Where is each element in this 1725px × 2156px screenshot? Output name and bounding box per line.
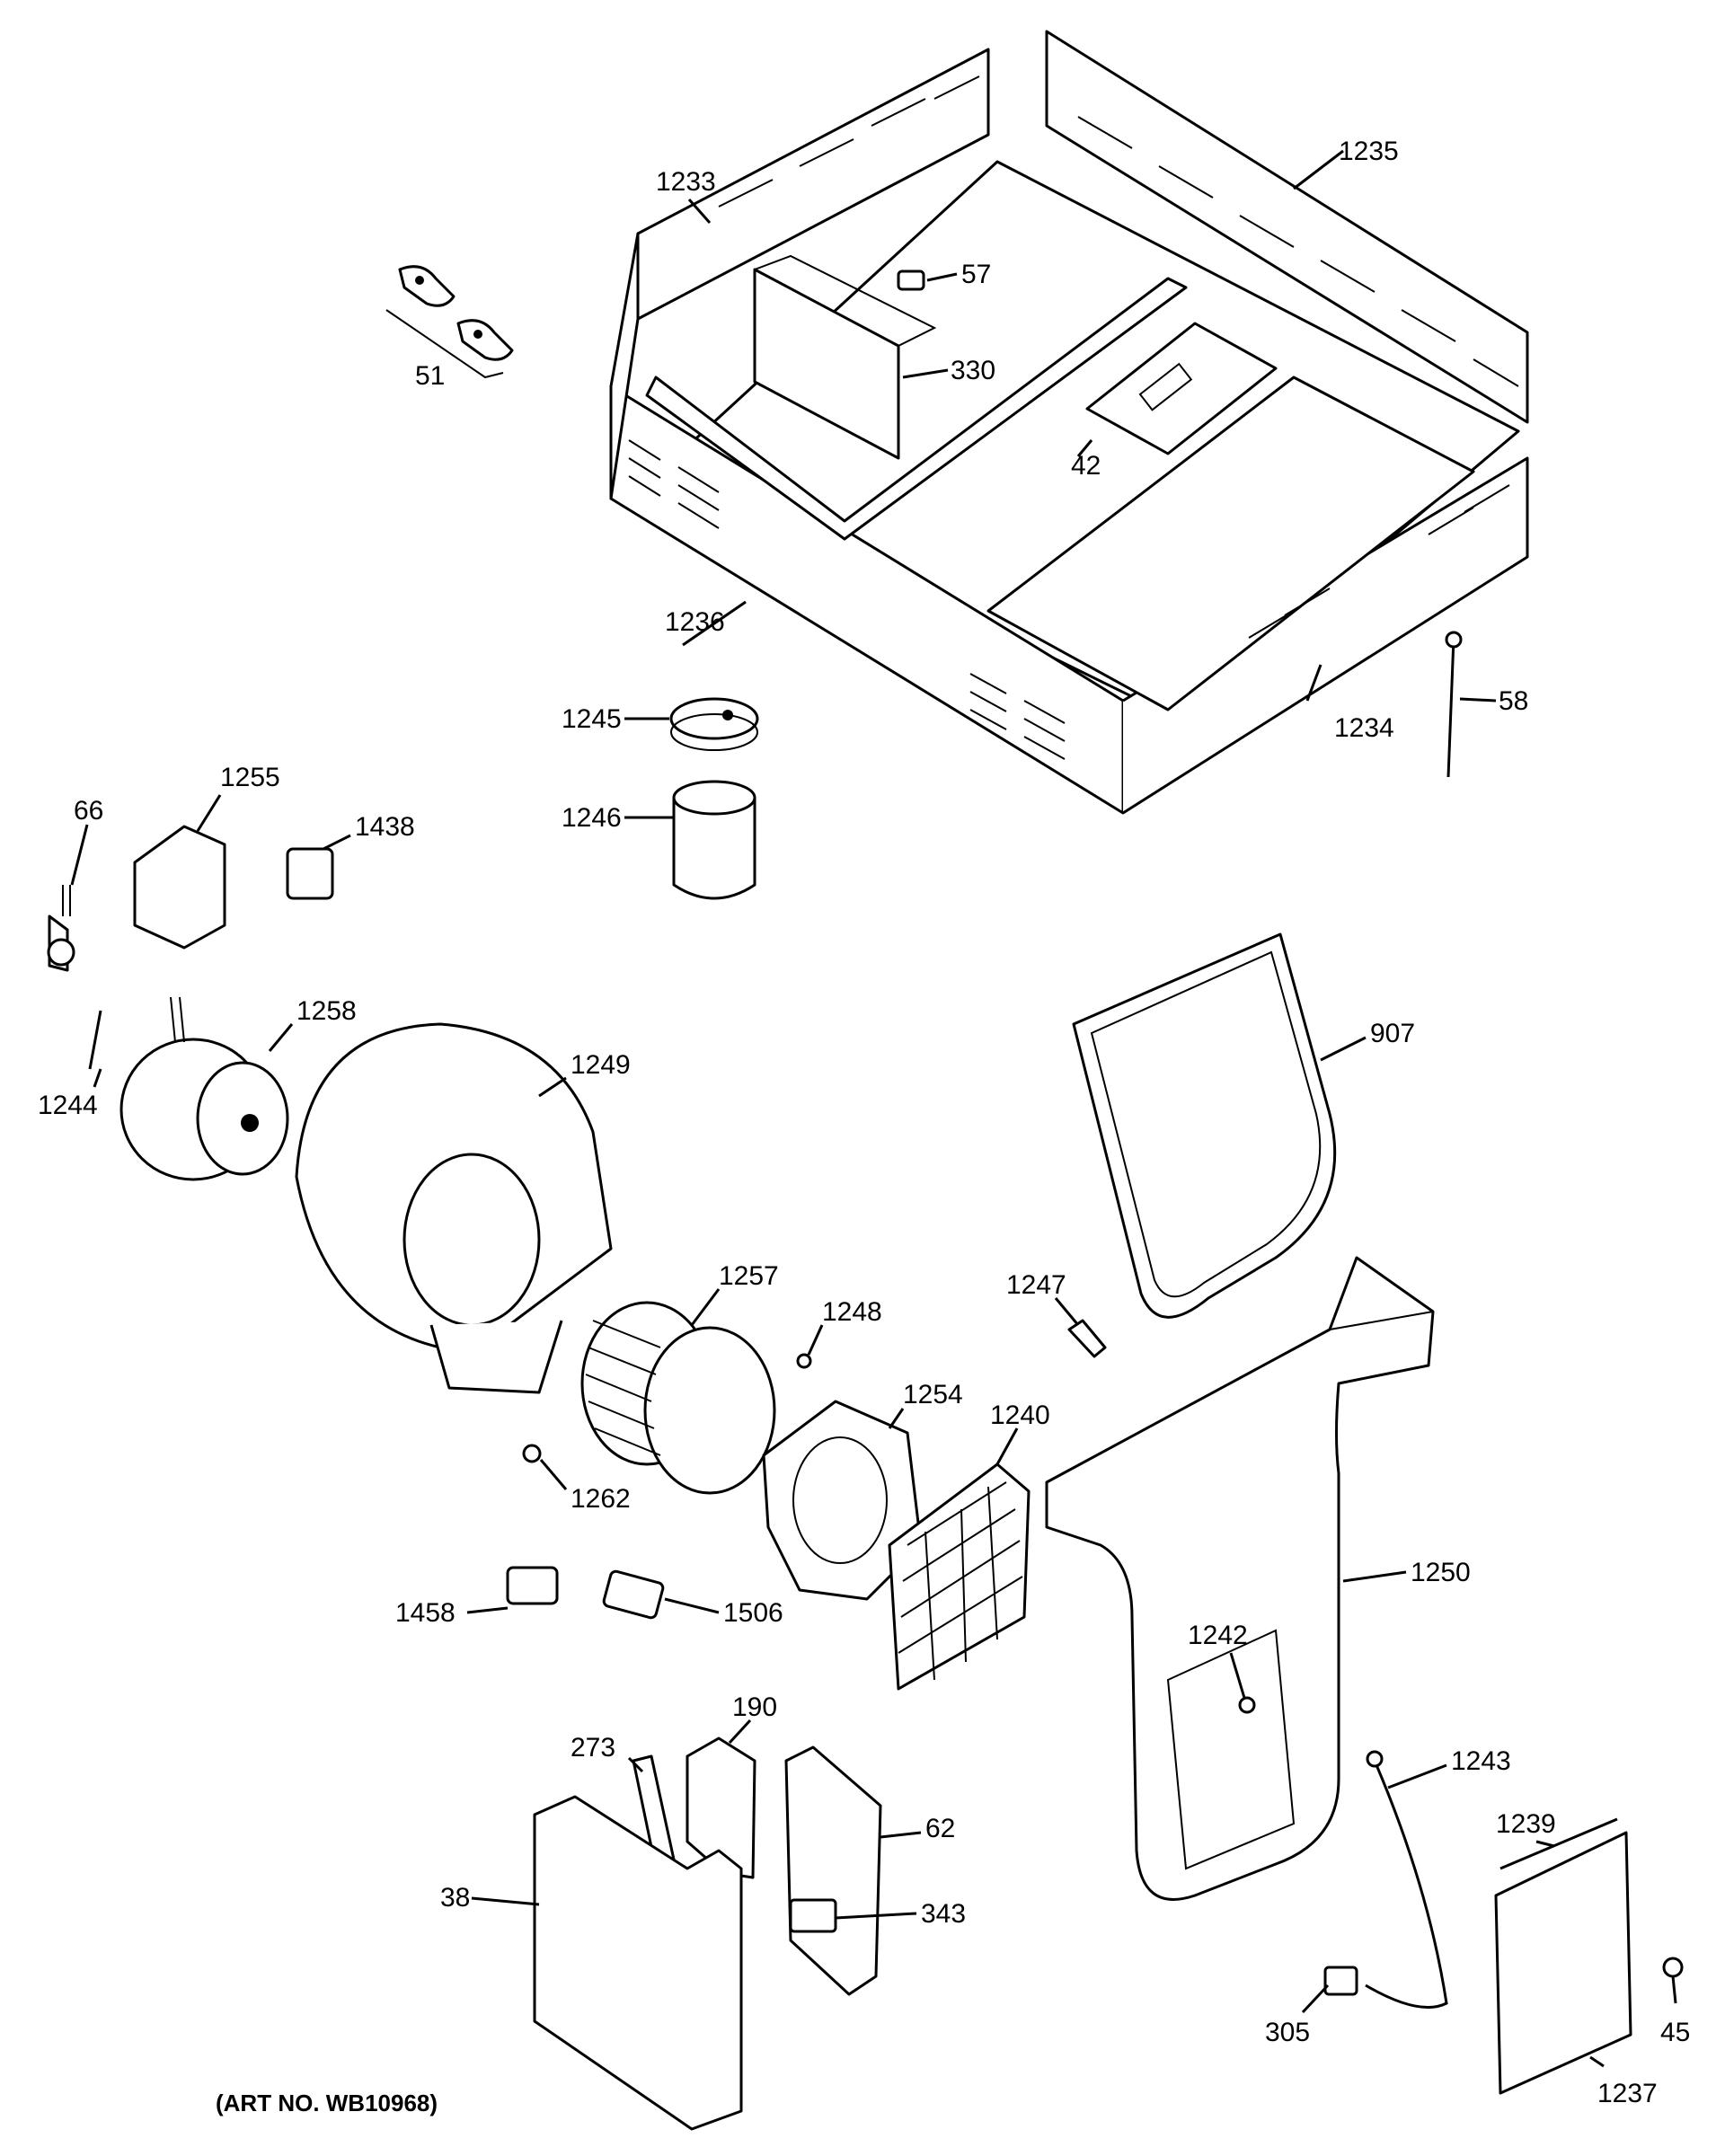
- label-1254: 1254: [903, 1380, 963, 1409]
- part-305-connector: [1323, 1966, 1358, 1996]
- label-1242: 1242: [1188, 1621, 1248, 1650]
- label-907: 907: [1370, 1019, 1415, 1048]
- part-45-nut: [1662, 1957, 1684, 1978]
- label-1255: 1255: [220, 763, 280, 792]
- label-42: 42: [1071, 451, 1101, 481]
- part-1245-cap: [669, 697, 759, 751]
- label-1237: 1237: [1597, 2079, 1658, 2108]
- part-907-filter: [1072, 932, 1337, 1319]
- label-58: 58: [1499, 686, 1528, 716]
- part-1237-panel: [1494, 1831, 1632, 2095]
- part-57-clip: [897, 270, 925, 291]
- part-1250-duct: [1045, 1256, 1435, 1901]
- part-1249-blower-housing: [295, 1022, 613, 1394]
- label-1246: 1246: [562, 803, 622, 833]
- part-1247-clip: [1067, 1319, 1107, 1358]
- label-305: 305: [1265, 2018, 1310, 2047]
- label-1438: 1438: [355, 812, 415, 842]
- label-1245: 1245: [562, 704, 622, 734]
- label-190: 190: [732, 1692, 777, 1722]
- label-1458: 1458: [395, 1598, 456, 1628]
- part-58-bolt: [1445, 631, 1463, 778]
- part-1458-connector: [506, 1566, 559, 1605]
- part-1258-motor: [119, 996, 289, 1181]
- label-1506: 1506: [723, 1598, 783, 1628]
- label-330: 330: [951, 356, 995, 385]
- label-66: 66: [74, 796, 103, 826]
- label-1236: 1236: [665, 607, 725, 637]
- label-1248: 1248: [822, 1297, 882, 1327]
- part-62-board: [784, 1745, 882, 1996]
- part-1262-nut: [522, 1444, 542, 1463]
- part-38-cover: [533, 1795, 743, 2131]
- label-1262: 1262: [571, 1484, 631, 1514]
- part-190-bracket: [686, 1736, 756, 1879]
- label-51: 51: [415, 361, 445, 391]
- label-1234: 1234: [1334, 713, 1394, 743]
- label-1244: 1244: [38, 1091, 98, 1120]
- part-1438-switch: [286, 847, 334, 900]
- label-57: 57: [961, 260, 991, 289]
- part-1506-connector: [602, 1569, 665, 1620]
- art-number: (ART NO. WB10968): [216, 2090, 438, 2116]
- label-1235: 1235: [1339, 137, 1399, 166]
- part-1255-cover: [133, 825, 226, 950]
- label-1250: 1250: [1411, 1558, 1471, 1587]
- part-343-relay: [789, 1898, 837, 1933]
- label-1258: 1258: [296, 996, 357, 1026]
- label-1249: 1249: [571, 1050, 631, 1080]
- label-62: 62: [925, 1814, 955, 1843]
- part-66-terminal: [47, 885, 75, 972]
- part-1239-strip: [1499, 1817, 1618, 1870]
- part-1242-screw: [1238, 1696, 1256, 1714]
- part-1246-jar: [672, 780, 756, 900]
- part-labels: 1233 1235 57 51 330 42 1236 1234 58 1245…: [38, 137, 1690, 2108]
- part-1243-wire: [1365, 1760, 1448, 2009]
- leader-lines: [70, 149, 1677, 2068]
- label-1247: 1247: [1006, 1270, 1066, 1300]
- part-1248-screw: [796, 1353, 812, 1369]
- part-1244-screw: [88, 1010, 102, 1070]
- label-343: 343: [921, 1899, 966, 1929]
- part-1257-blower-wheel: [580, 1301, 776, 1495]
- label-1243: 1243: [1451, 1746, 1511, 1776]
- label-1239: 1239: [1496, 1809, 1556, 1839]
- label-38: 38: [440, 1883, 470, 1913]
- part-51-brackets: [385, 265, 514, 379]
- part-1240-screen: [888, 1462, 1031, 1691]
- label-273: 273: [571, 1733, 615, 1763]
- label-45: 45: [1660, 2018, 1690, 2047]
- label-1240: 1240: [990, 1401, 1050, 1430]
- label-1257: 1257: [719, 1261, 779, 1291]
- label-1233: 1233: [656, 167, 716, 197]
